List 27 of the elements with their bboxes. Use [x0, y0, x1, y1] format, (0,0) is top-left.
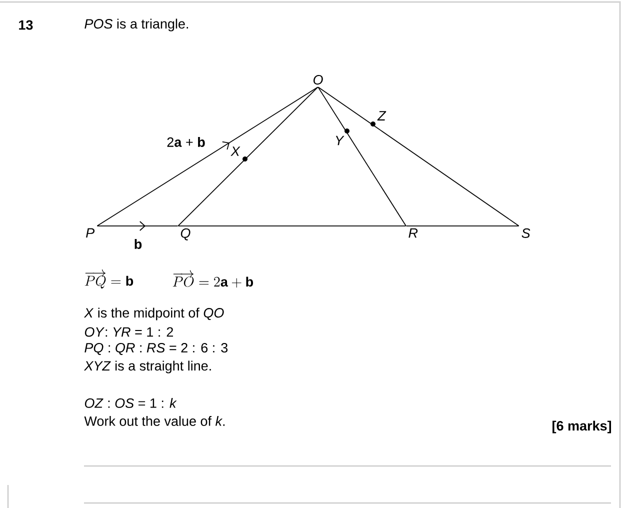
vector-equation: $\overrightarrow{PO} = 2\mathbf{a} + \mathbf{b}$ [172, 270, 253, 288]
vertex-label: S [522, 228, 530, 238]
node-label: Z [377, 111, 386, 120]
given-fact: OY: YR = 1 : 2 [84, 327, 173, 337]
given-fact: PQ : QR : RS = 2 : 6 : 3 [84, 343, 228, 355]
question-number: 13 [19, 20, 33, 30]
question-text: POS is a triangle. [84, 18, 188, 32]
vertex-label: Q [180, 228, 190, 240]
vertex-label: R [408, 228, 418, 238]
given-fact: XYZ is a straight line. [84, 360, 211, 374]
question-text: Work out the value of k. [84, 416, 225, 426]
vector-label: b [134, 239, 142, 249]
labelled-point: Y [336, 128, 350, 146]
vector-equation: $\overrightarrow{PQ} = \mathbf{b}$ [84, 269, 134, 288]
given-fact: X is the midpoint of QO [84, 308, 224, 320]
node-label: X [230, 146, 240, 156]
node-label: Y [336, 136, 344, 146]
line-segment [178, 86, 318, 226]
vertex-label: O [314, 75, 323, 85]
given-fact: OZ : OS = 1 : k [84, 398, 177, 408]
marks-label: [6 marks] [552, 420, 611, 434]
line-segment [318, 86, 520, 226]
line-segment [318, 86, 406, 226]
labelled-point: Z [370, 111, 386, 126]
labelled-point: X [230, 146, 248, 162]
vertex-label: P [86, 228, 95, 238]
vector-label: 2a + b [167, 137, 205, 147]
